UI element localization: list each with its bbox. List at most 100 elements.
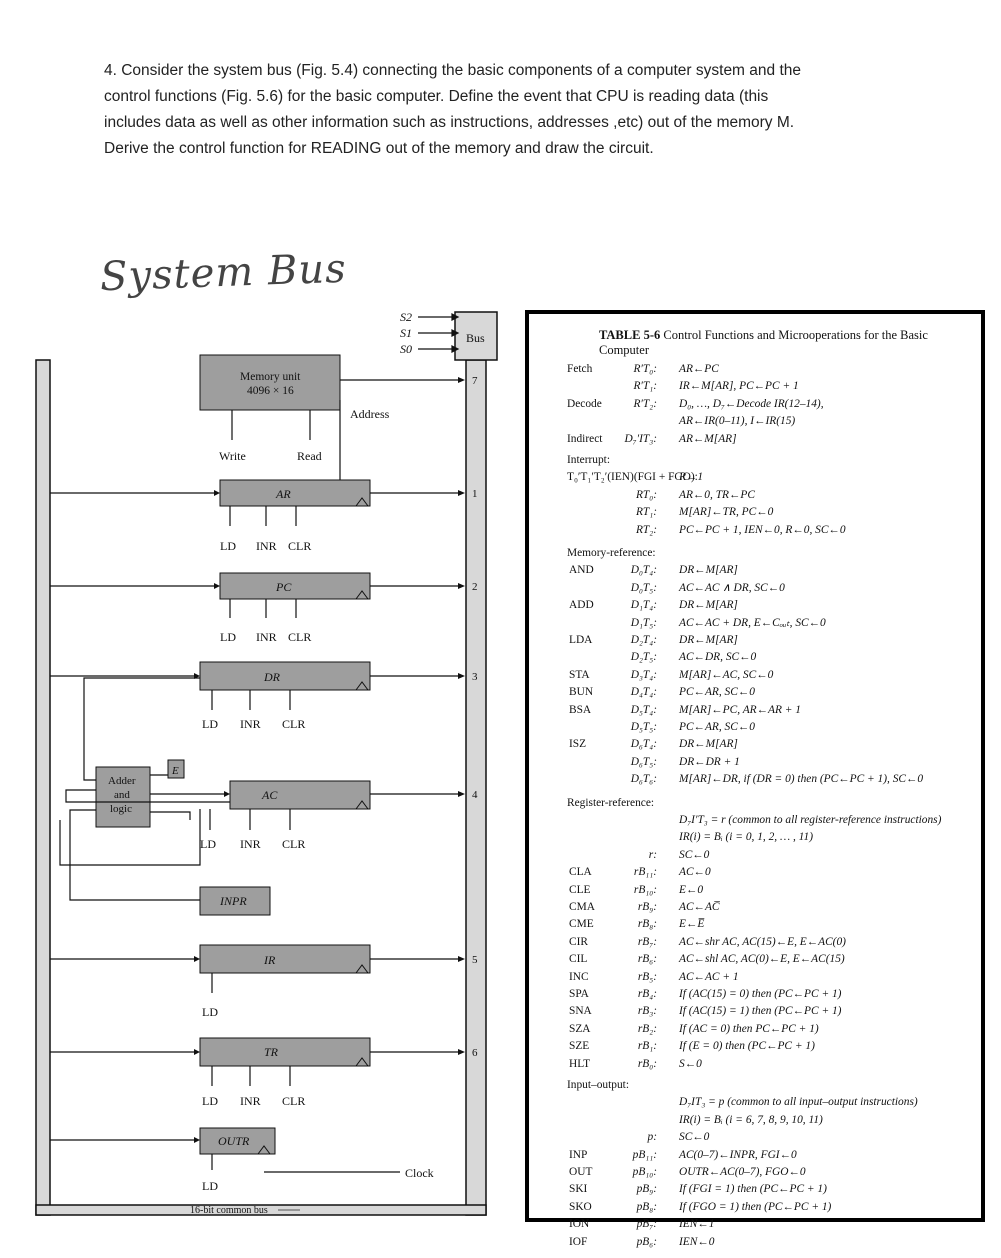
table-instruction-symbol: AND [569,564,594,577]
table-control-function: RT₁: [635,506,657,519]
table-control-function: pB₉: [636,1183,657,1196]
clr-label: CLR [282,1094,305,1108]
table-microoperation: R←1 [679,471,704,484]
table-microoperation: DR←M[AR] [679,599,738,612]
table-number: TABLE 5-6 [599,328,661,342]
inr-label: INR [256,630,277,644]
handwritten-title: System Bus [99,245,348,301]
table-control-function: D₆T₆: [630,773,657,786]
table-microoperation: IEN←0 [679,1235,715,1248]
table-microoperation: D₇IT₃ = p (common to all input–output in… [679,1096,918,1109]
ld-label: LD [202,1179,218,1193]
table-control-function: RT₀: [635,488,657,501]
table-control-function: pB₁₀: [632,1166,657,1178]
table-section-label: T₀′T₁′T₂′(IEN)(FGI + FGO): [567,471,698,484]
table-instruction-symbol: BUN [569,686,594,699]
table-instruction-symbol: CLA [569,866,592,879]
bus-num: 4 [472,789,478,801]
table-control-function: pB₆: [636,1235,657,1248]
table-instruction-symbol: SNA [569,1005,592,1018]
table-caption: Control Functions and Microoperations fo… [599,328,928,357]
table-microoperation: AC←AC ∧ DR, SC←0 [679,581,785,594]
table-section-label: Interrupt: [567,454,611,466]
table-control-function: rB₄: [637,988,657,1000]
table-microoperation: If (AC(15) = 1) then (PC←PC + 1) [679,1005,842,1018]
table-instruction-symbol: CME [569,918,594,931]
table-control-function: D₅T₅: [630,721,657,733]
register-ar [219,479,371,507]
bottom-bus [35,1204,487,1216]
table-microoperation: AC←0 [679,866,711,879]
register-outr-label: OUTR [218,1134,250,1148]
bus-num: 2 [472,581,478,593]
control-functions-table: TABLE 5-6 Control Functions and Microope… [525,310,985,1248]
table-control-function: R′T₀: [633,363,657,375]
table-microoperation: DR←M[AR] [679,564,738,577]
table-microoperation: IR←M[AR], PC←PC + 1 [679,380,799,393]
table-instruction-symbol: BSA [569,703,592,716]
table-microoperation: If (AC(15) = 0) then (PC←PC + 1) [679,988,842,1000]
register-ir-label: IR [263,953,276,967]
read-label: Read [297,449,322,463]
table-instruction-symbol: IOF [569,1235,588,1248]
table-instruction-symbol: ION [569,1218,590,1231]
register-pc [219,572,371,600]
register-inpr-label: INPR [219,894,247,908]
question-line: Derive the control function for READING … [104,140,654,157]
table-microoperation: M[AR]←PC, AR←AR + 1 [679,703,802,716]
inr-label: INR [240,837,261,851]
table-instruction-symbol: STA [569,668,590,681]
table-microoperation: SC←0 [679,848,710,861]
register-tr-label: TR [264,1045,279,1059]
inr-label: INR [256,539,277,553]
register-tr [199,1037,371,1067]
system-bus-diagram: Bus S2 S1 S0 Memory unit 4096 × 16 7 Add… [35,310,498,1216]
bus-label: Bus [466,331,485,345]
table-microoperation: M[AR]←DR, if (DR = 0) then (PC←PC + 1), … [679,773,924,786]
bus-num: 7 [472,375,478,387]
memory-size-label: 4096 × 16 [247,385,294,397]
table-section-label: Fetch [567,363,593,375]
table-control-function: RT₂: [635,523,657,536]
question-line: 4. Consider the system bus (Fig. 5.4) co… [104,62,801,79]
table-control-function: rB₃: [637,1005,657,1018]
table-control-function: pB₁₁: [632,1148,657,1161]
ld-label: LD [220,630,236,644]
table-control-function: D₂T₅: [630,651,657,664]
table-instruction-symbol: SPA [569,988,589,1000]
table-microoperation: DR←M[AR] [679,738,738,751]
bus-num: 5 [472,954,478,966]
table-microoperation: AC←DR, SC←0 [679,651,757,664]
table-title: TABLE 5-6 Control Functions and Microope… [599,328,981,358]
ld-label: LD [202,1005,218,1019]
clr-label: CLR [282,717,305,731]
table-microoperation: AC←shl AC, AC(0)←E, E←AC(15) [679,953,845,966]
table-microoperation: If (FGO = 1) then (PC←PC + 1) [679,1200,832,1213]
table-control-function: rB₆: [637,953,657,966]
table-microoperation: M[AR]←TR, PC←0 [679,506,774,519]
clr-label: CLR [288,539,311,553]
bus-cap [454,311,498,361]
register-dr-label: DR [263,670,281,684]
table-microoperation: AR←PC [679,363,719,375]
table-control-function: rB₈: [637,918,657,931]
register-outr [199,1127,276,1155]
register-inpr [199,886,271,916]
ld-label: LD [220,539,236,553]
table-control-function: D₂T₄: [630,634,657,646]
table-microoperation: SC←0 [679,1131,710,1144]
table-control-function: rB₀: [637,1057,657,1070]
table-microoperation: DR←M[AR] [679,634,738,646]
table-control-function: D₆T₅: [630,755,657,768]
table-instruction-symbol: CIL [569,953,588,966]
table-control-function: D₅T₄: [630,703,657,716]
table-control-function: rB₇: [637,935,657,948]
register-e [167,759,185,779]
common-bus-label: 16-bit common bus [190,1205,268,1216]
table-control-function: D₁T₅: [630,616,657,629]
table-control-function: D₆T₄: [630,738,657,751]
question-line: control functions (Fig. 5.6) for the bas… [104,88,769,105]
adder-label: and [114,789,130,801]
register-ar-label: AR [275,487,291,501]
inr-label: INR [240,1094,261,1108]
